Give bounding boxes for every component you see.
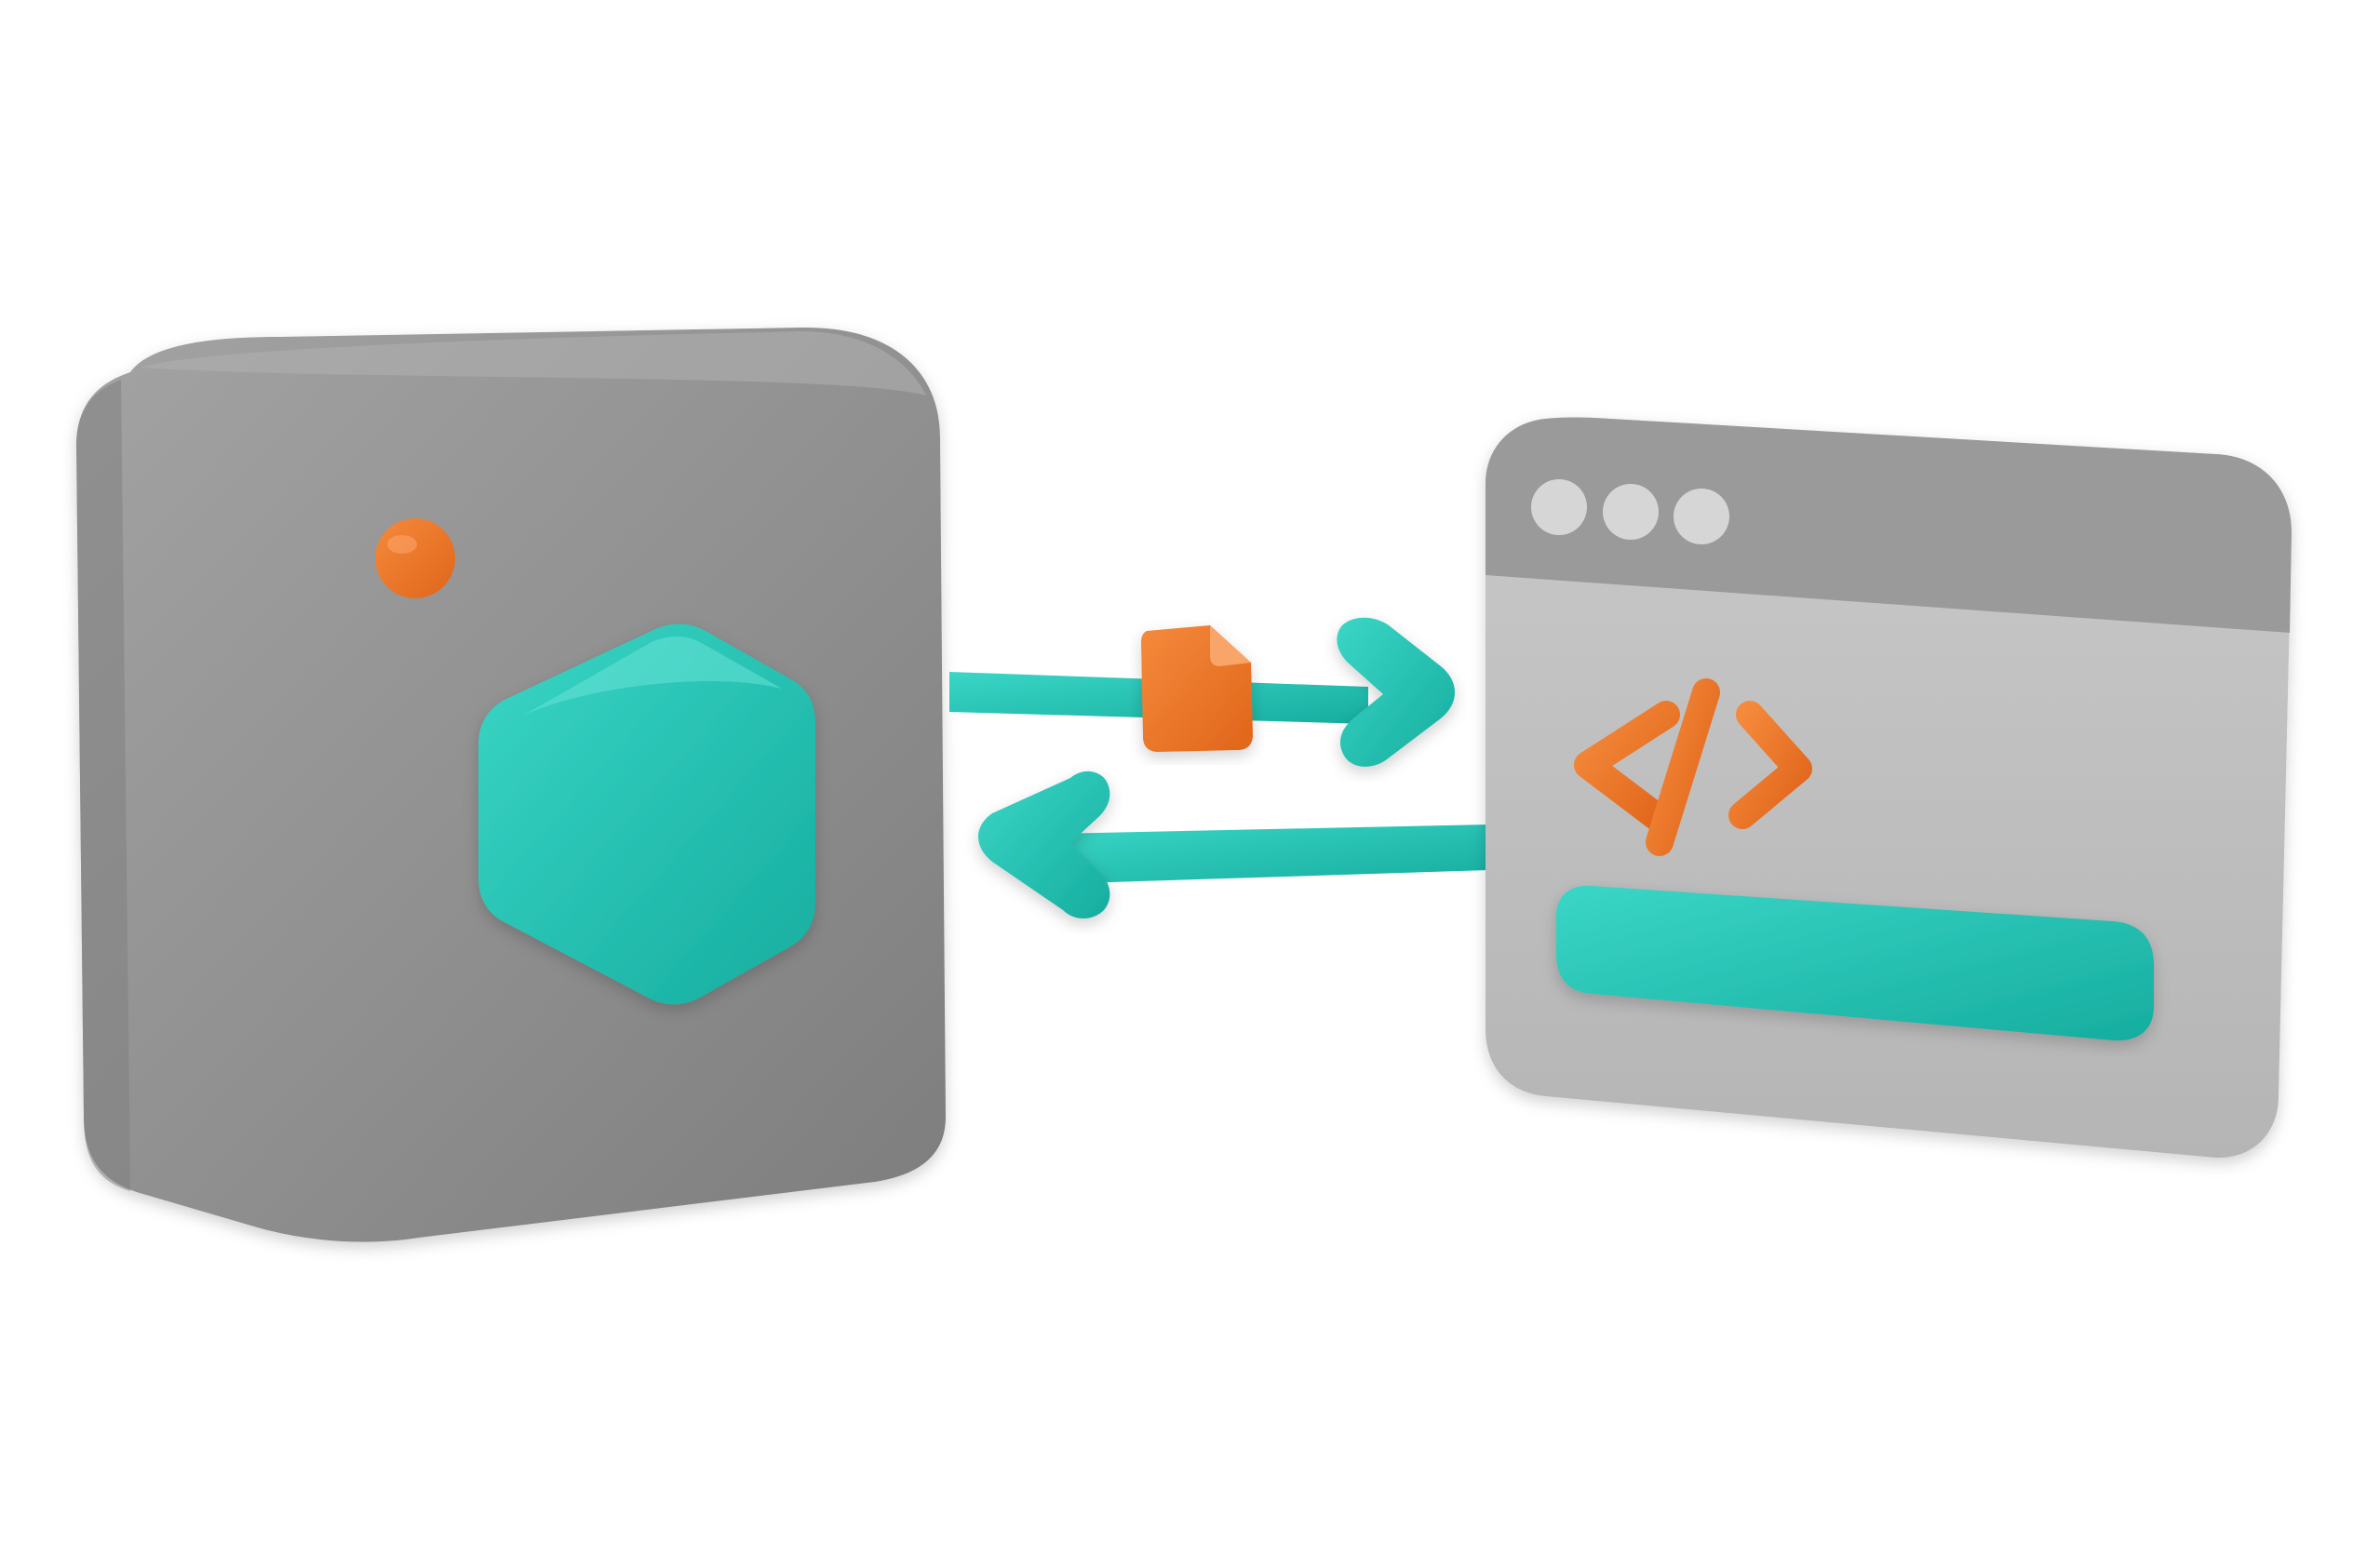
window-dot (1531, 479, 1587, 535)
arrow-right-icon (949, 617, 1455, 767)
document-icon (1141, 625, 1253, 752)
window-dot (1603, 484, 1659, 540)
window-dots (1531, 479, 1729, 544)
status-dot-icon (375, 518, 455, 598)
hexagon-icon (478, 623, 815, 1005)
server-box-icon (76, 327, 946, 1242)
window-dot (1674, 489, 1729, 544)
input-bar-icon (1556, 885, 2154, 1041)
arrow-left-icon (978, 771, 1489, 918)
code-brackets-icon (1574, 678, 1812, 856)
titlebar (1486, 417, 2292, 633)
browser-window-icon (1486, 417, 2292, 1159)
